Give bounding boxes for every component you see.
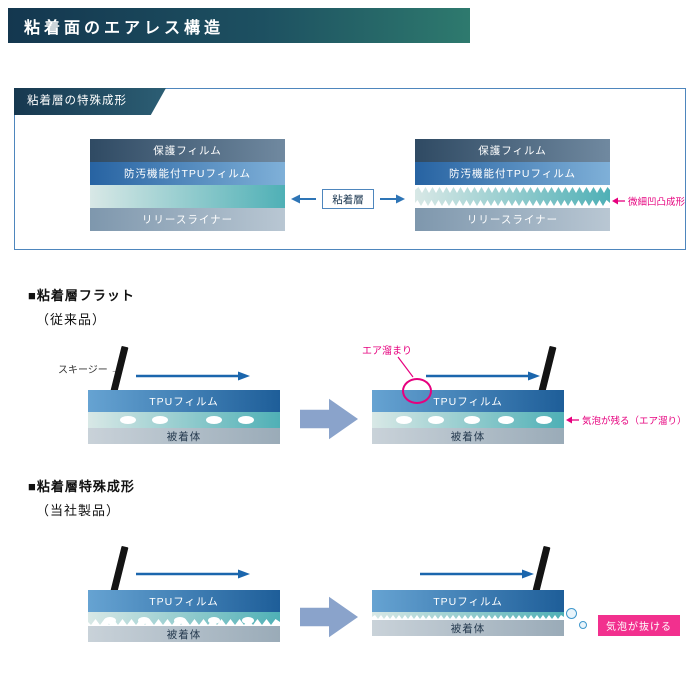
adhesive-layer-conformed	[372, 612, 564, 620]
arrow-right-icon	[380, 194, 405, 204]
air-bubble	[138, 617, 150, 624]
escaping-bubble	[579, 621, 587, 629]
layer-adhesive-flat	[90, 185, 285, 208]
transition-arrow-icon	[300, 596, 358, 638]
header-bar: 粘着面のエアレス構造	[8, 8, 470, 43]
air-bubble	[498, 416, 514, 424]
before-stack-special: TPUフィルム 被着体	[88, 590, 280, 642]
air-bubble	[174, 617, 186, 624]
special-section-heading: ■粘着層特殊成形	[28, 479, 135, 494]
left-arrow-icon	[566, 416, 579, 424]
adhesive-layer-label: 粘着層	[322, 189, 374, 209]
air-bubble	[396, 416, 412, 424]
micro-texture-label: 微細凹凸成形	[628, 197, 686, 208]
air-bubble	[536, 416, 552, 424]
application-arrow-icon	[420, 569, 534, 579]
arrow-left-icon	[291, 194, 316, 204]
tpu-film-layer: TPUフィルム	[88, 390, 280, 412]
air-pocket-circle	[402, 378, 432, 404]
air-bubble	[208, 617, 220, 624]
flat-section-heading: ■粘着層フラット	[28, 288, 135, 303]
substrate-layer: 被着体	[88, 428, 280, 444]
air-bubble	[104, 617, 116, 624]
squeegee-icon	[110, 545, 129, 593]
flat-section-subheading: （従来品）	[36, 312, 107, 327]
tpu-film-layer: TPUフィルム	[372, 390, 564, 412]
layer-protective-film: 保護フィルム	[90, 139, 285, 162]
trapped-bubbles-annotation: 気泡が残る（エア溜り）	[566, 413, 687, 427]
page-title: 粘着面のエアレス構造	[24, 19, 225, 37]
layer-protective-film: 保護フィルム	[415, 139, 610, 162]
layer-release-liner: リリースライナー	[90, 208, 285, 231]
adhesive-layer	[88, 412, 280, 428]
air-bubble	[206, 416, 222, 424]
squeegee-icon	[538, 345, 557, 393]
micro-texture-annotation: 微細凹凸成形	[612, 194, 685, 208]
substrate-layer: 被着体	[88, 626, 280, 642]
bubble-escape-label: 気泡が抜ける	[598, 615, 680, 636]
tpu-film-layer: TPUフィルム	[372, 590, 564, 612]
layer-adhesive-textured	[415, 185, 610, 208]
application-arrow-icon	[136, 371, 250, 381]
trapped-bubbles-label: 気泡が残る（エア溜り）	[582, 416, 687, 427]
application-arrow-icon	[136, 569, 250, 579]
substrate-layer: 被着体	[372, 428, 564, 444]
air-bubble	[464, 416, 480, 424]
air-bubble	[428, 416, 444, 424]
layer-release-liner: リリースライナー	[415, 208, 610, 231]
layer-stack-textured: 保護フィルム 防汚機能付TPUフィルム リリースライナー	[415, 139, 610, 231]
application-arrow-icon	[426, 371, 540, 381]
textured-adhesive-zigzag	[372, 612, 564, 619]
layer-tpu-film: 防汚機能付TPUフィルム	[415, 162, 610, 185]
air-pocket-label: エア溜まり	[362, 346, 412, 357]
left-arrow-icon	[612, 197, 625, 205]
tpu-film-layer: TPUフィルム	[88, 590, 280, 612]
air-bubble	[238, 416, 254, 424]
adhesive-layer	[372, 412, 564, 428]
squeegee-label: スキージー →	[58, 365, 121, 376]
special-section-subheading: （当社製品）	[36, 503, 121, 518]
substrate-layer: 被着体	[372, 620, 564, 636]
box-tab-label: 粘着層の特殊成形	[14, 88, 166, 115]
transition-arrow-icon	[300, 398, 358, 440]
air-bubble	[152, 416, 168, 424]
after-stack-special: TPUフィルム 被着体	[372, 590, 564, 636]
layer-stack-flat: 保護フィルム 防汚機能付TPUフィルム リリースライナー	[90, 139, 285, 231]
after-stack-flat: TPUフィルム 被着体	[372, 390, 564, 444]
escaping-bubble	[566, 608, 577, 619]
layer-tpu-film: 防汚機能付TPUフィルム	[90, 162, 285, 185]
before-stack-flat: TPUフィルム 被着体	[88, 390, 280, 444]
air-bubble	[242, 617, 254, 624]
textured-adhesive-zigzag	[415, 187, 610, 206]
adhesive-layer-textured	[88, 612, 280, 626]
leader-line	[397, 356, 414, 378]
air-bubble	[120, 416, 136, 424]
